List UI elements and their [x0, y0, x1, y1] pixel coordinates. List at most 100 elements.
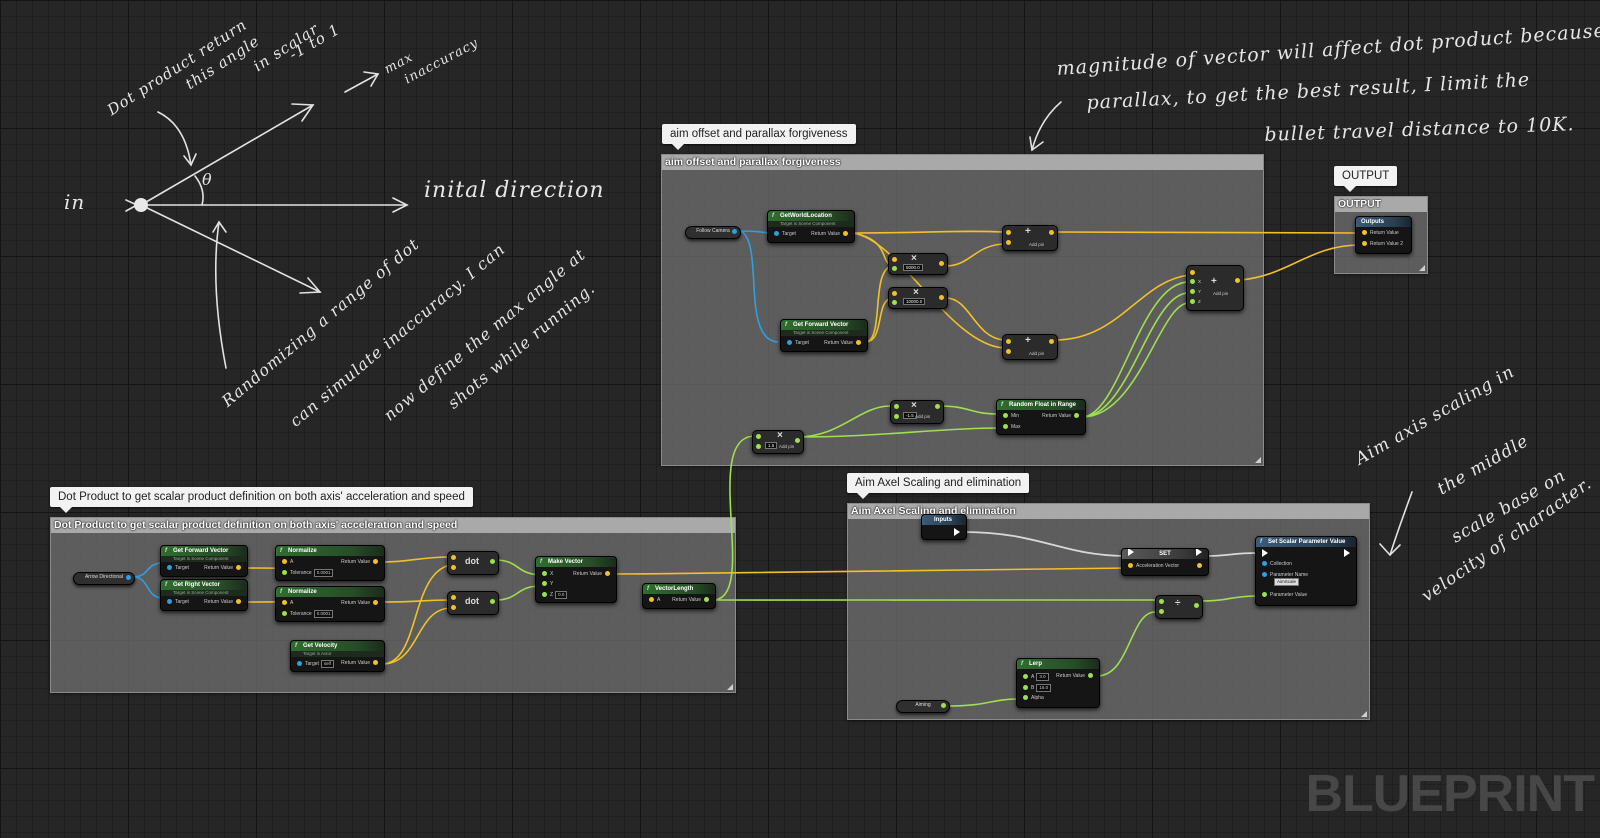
pin-row[interactable]: Return Value [672, 597, 709, 603]
pin-row[interactable]: Return Value [341, 660, 378, 666]
value-field[interactable]: 10000.0 [903, 298, 926, 305]
float-pin[interactable] [894, 404, 899, 409]
float-pin[interactable] [1194, 603, 1199, 608]
pin-row[interactable]: Max [1003, 424, 1020, 430]
comment-box-dot-product[interactable]: Dot Product to get scalar product defini… [50, 517, 736, 693]
vector-pin[interactable] [451, 565, 456, 570]
comment-tab-dot-product[interactable]: Dot Product to get scalar product defini… [50, 487, 473, 513]
vector-pin[interactable] [1006, 339, 1011, 344]
node-inputs[interactable]: Inputs [921, 514, 967, 540]
float-pin[interactable] [756, 444, 761, 449]
pin-row[interactable]: Return Value [341, 559, 378, 565]
exec-in-pin[interactable] [1128, 549, 1134, 556]
node-outputs[interactable]: Outputs Return Value Return Value 2 [1355, 216, 1412, 254]
pin-row[interactable]: Target [787, 340, 809, 346]
comment-tab-aim-axel[interactable]: Aim Axel Scaling and elimination [847, 473, 1030, 499]
add-pin-label[interactable]: Add pin [1029, 242, 1045, 247]
pin-row[interactable]: Target [167, 565, 189, 571]
pin-row[interactable]: Parameter Value [1262, 592, 1307, 598]
vector-pin[interactable] [1006, 240, 1011, 245]
float-pin[interactable] [1190, 289, 1195, 294]
pin-row[interactable]: Alpha [1023, 695, 1044, 701]
node-multiply-5000[interactable]: × 5000.0 [888, 253, 948, 275]
node-make-vector[interactable]: Make Vector X Y Z0.0 Return Value [535, 556, 617, 603]
vector-pin[interactable] [451, 595, 456, 600]
float-pin[interactable] [756, 434, 761, 439]
node-add-top[interactable]: + Add pin [1002, 225, 1058, 251]
add-pin-label[interactable]: Add pin [1029, 351, 1045, 356]
vector-pin[interactable] [451, 555, 456, 560]
node-divide[interactable]: ÷ [1155, 595, 1203, 619]
comment-header-aim-axel[interactable]: Aim Axel Scaling and elimination [848, 504, 1369, 519]
comment-box-aim-offset[interactable]: aim offset and parallax forgiveness [661, 154, 1264, 466]
pin-row[interactable]: Return Value [824, 340, 861, 346]
vector-pin[interactable] [1049, 339, 1054, 344]
pin-row[interactable]: Return Value [204, 565, 241, 571]
float-pin[interactable] [1190, 299, 1195, 304]
node-multiply-15[interactable]: × 1.5 Add pin [752, 430, 804, 454]
exec-in-pin[interactable] [1262, 549, 1268, 557]
float-pin[interactable] [935, 404, 940, 409]
comment-tab-aim-offset[interactable]: aim offset and parallax forgiveness [662, 124, 856, 150]
node-dot-bottom[interactable]: dot [447, 591, 499, 615]
node-add-bottom[interactable]: + Add pin [1002, 334, 1058, 360]
pin-row[interactable]: A [649, 597, 660, 603]
node-set-scalar-parameter-value[interactable]: Set Scalar Parameter Value Collection Pa… [1255, 536, 1357, 606]
node-follow-camera[interactable]: Follow Camera [685, 226, 741, 239]
value-field[interactable]: 5000.0 [903, 264, 923, 271]
node-set-acceleration[interactable]: SET Acceleration Vector [1121, 548, 1209, 576]
float-pin[interactable] [795, 438, 800, 443]
pin-row[interactable]: Return Value [1056, 673, 1093, 679]
resize-grip-icon[interactable] [727, 684, 733, 690]
vector-pin[interactable] [1235, 278, 1240, 283]
pin-row[interactable]: Acceleration Vector [1128, 563, 1179, 569]
float-pin[interactable] [490, 559, 495, 564]
pin-row[interactable]: Return Value [573, 571, 610, 577]
value-field[interactable]: -1.5 [903, 412, 917, 419]
vector-pin[interactable] [451, 605, 456, 610]
node-vector-length[interactable]: VectorLength A Return Value [642, 583, 716, 609]
pin-row[interactable]: Return Value [811, 231, 848, 237]
node-lerp[interactable]: Lerp A3.0 B15.0 Alpha Return Value [1016, 658, 1100, 708]
vector-pin[interactable] [1190, 270, 1195, 275]
exec-pin[interactable] [954, 528, 960, 536]
add-pin-label[interactable]: Add pin [779, 444, 795, 449]
node-get-velocity[interactable]: Get Velocity Target is Actor Targetself … [290, 640, 385, 672]
pin-row[interactable]: Return Value [1042, 413, 1079, 419]
vector-pin[interactable] [892, 257, 897, 262]
pin-row[interactable]: Return Value [341, 600, 378, 606]
add-pin-label[interactable]: Add pin [915, 414, 931, 419]
node-random-float-in-range[interactable]: Random Float in Range Min Max Return Val… [996, 399, 1086, 435]
pin-row[interactable]: Return Value [1362, 230, 1399, 236]
node-get-world-location[interactable]: GetWorldLocation Target is Scene Compone… [767, 210, 855, 243]
float-pin[interactable] [1159, 609, 1164, 614]
pin-row[interactable]: Y [542, 581, 553, 587]
node-get-forward-vector[interactable]: Get Forward Vector Target is Scene Compo… [160, 545, 248, 577]
node-get-right-vector[interactable]: Get Right Vector Target is Scene Compone… [160, 579, 248, 611]
vector-pin[interactable] [1049, 230, 1054, 235]
node-arrow-directional[interactable]: Arrow Directional [73, 572, 135, 585]
float-pin[interactable] [941, 703, 946, 708]
vector-pin[interactable] [1006, 230, 1011, 235]
resize-grip-icon[interactable] [1419, 265, 1425, 271]
comment-header-aim-offset[interactable]: aim offset and parallax forgiveness [662, 155, 1263, 170]
float-pin[interactable] [1190, 279, 1195, 284]
comment-header-dot-product[interactable]: Dot Product to get scalar product defini… [51, 518, 735, 533]
node-add-xyz[interactable]: X Y Z + Add pin [1186, 265, 1244, 311]
node-multiply-10000[interactable]: × 10000.0 [888, 287, 948, 309]
vector-pin[interactable] [1006, 349, 1011, 354]
comment-tab-output[interactable]: OUTPUT [1334, 166, 1398, 192]
node-get-forward-vector-top[interactable]: Get Forward Vector Target is Scene Compo… [780, 319, 868, 352]
pin-row[interactable]: Target [774, 231, 796, 237]
pin-row[interactable]: A [282, 600, 293, 606]
resize-grip-icon[interactable] [1361, 711, 1367, 717]
float-pin[interactable] [1159, 599, 1164, 604]
pin-row[interactable]: Parameter Name [1262, 572, 1308, 578]
float-pin[interactable] [892, 266, 897, 271]
pin-row[interactable]: Return Value 2 [1362, 241, 1403, 247]
